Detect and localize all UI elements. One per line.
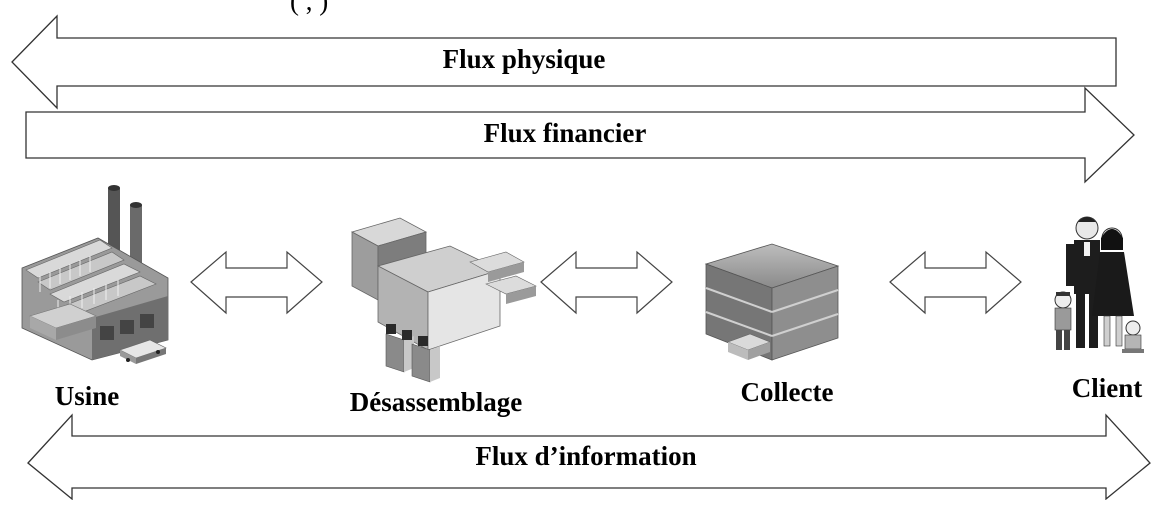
link-arrow-collecte-client xyxy=(889,250,1022,315)
collection-building-icon xyxy=(704,243,840,361)
link-arrow-usine-desassemblage xyxy=(190,250,323,315)
flux-information-label: Flux d’information xyxy=(475,441,697,471)
flux-physique-arrow xyxy=(11,14,1117,110)
flux-financier-arrow xyxy=(25,86,1135,184)
cropped-header-text: ( , ) xyxy=(290,0,329,16)
disassembly-building-icon xyxy=(350,217,537,383)
flux-information-arrow xyxy=(27,413,1151,501)
node-label-usine: Usine xyxy=(54,381,120,411)
node-label-client: Client xyxy=(1071,373,1143,403)
factory-icon xyxy=(21,185,169,364)
node-label-collecte: Collecte xyxy=(740,377,834,407)
flux-physique-label: Flux physique xyxy=(442,44,606,74)
flux-financier-label: Flux financier xyxy=(483,118,647,148)
client-people-icon xyxy=(1054,216,1144,353)
node-label-desassemblage: Désassemblage xyxy=(349,387,523,417)
link-arrow-desassemblage-collecte xyxy=(540,250,673,315)
